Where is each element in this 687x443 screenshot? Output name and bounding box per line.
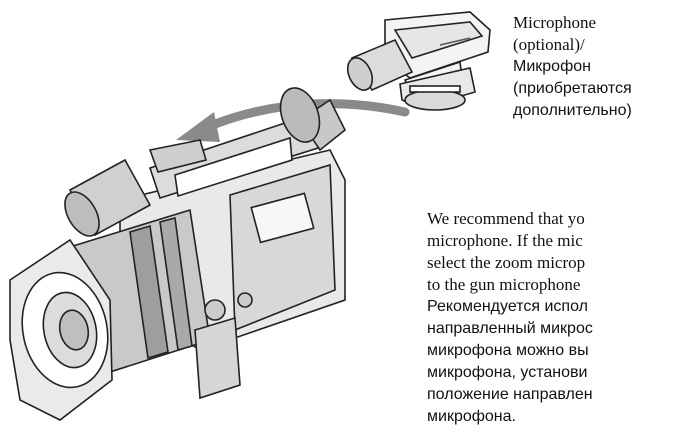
note-line-ru: положение направлен	[427, 386, 593, 403]
note-line-en: select the zoom microp	[427, 253, 586, 272]
note-line-ru: направленный микрос	[427, 320, 593, 337]
callout-line: дополнительно)	[513, 102, 632, 119]
camcorder	[9, 87, 347, 421]
note-line-ru: микрофона.	[427, 408, 516, 425]
note-line-ru: Рекомендуется испол	[427, 298, 588, 315]
microphone-accessory	[346, 11, 491, 111]
callout-line: Microphone	[513, 13, 597, 32]
callout-line: Микрофон	[513, 58, 591, 75]
callout-line: (приобретаются	[513, 80, 632, 97]
note-line-en: to the gun microphone	[427, 275, 581, 294]
note-line-ru: микрофона можно вы	[427, 342, 589, 359]
note-line-en: We recommend that yo	[427, 209, 585, 228]
recommendation-text: We recommend that yo microphone. If the …	[427, 208, 687, 428]
microphone-callout: Microphone (optional)/ Микрофон (приобре…	[513, 12, 687, 122]
callout-line: (optional)/	[513, 35, 585, 54]
note-line-ru: микрофона, установи	[427, 364, 588, 381]
note-line-en: microphone. If the mic	[427, 231, 583, 250]
camcorder-microphone-illustration	[9, 11, 491, 421]
